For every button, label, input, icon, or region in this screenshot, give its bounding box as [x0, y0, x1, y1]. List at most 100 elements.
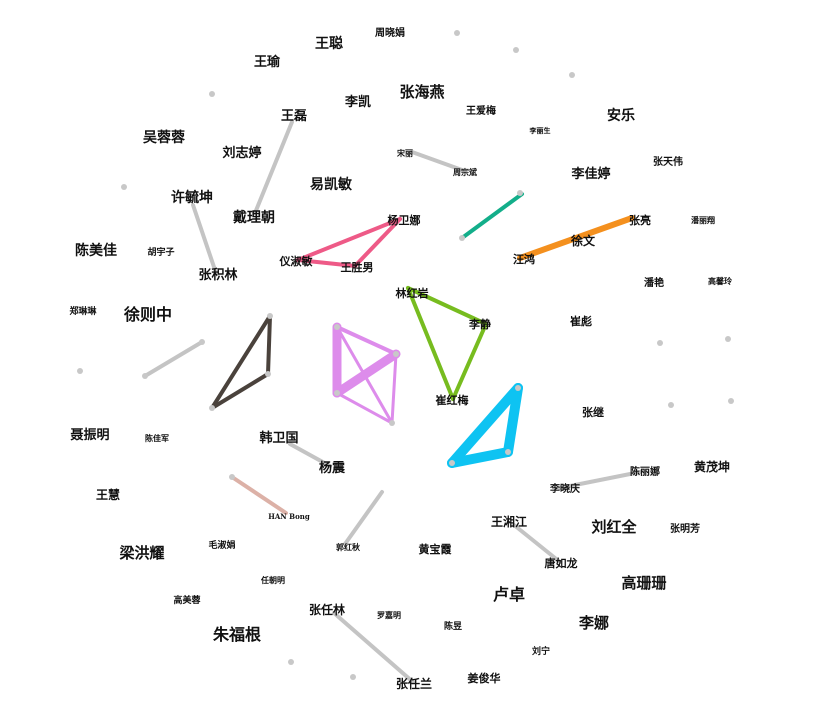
node-label[interactable]: 陈美佳 — [75, 242, 117, 259]
node[interactable] — [334, 390, 340, 396]
node-label[interactable]: 姜俊华 — [468, 671, 501, 685]
node-label[interactable]: 李凯 — [344, 94, 371, 110]
node-label[interactable]: 潘艳 — [644, 276, 664, 289]
node-label[interactable]: 陈丽娜 — [630, 465, 660, 478]
node-label[interactable]: 高美蓉 — [173, 594, 201, 606]
node[interactable] — [350, 674, 356, 680]
node-label[interactable]: 吴蓉蓉 — [143, 129, 186, 146]
node-label[interactable]: 聂振明 — [69, 427, 109, 443]
node-label[interactable]: 任朝明 — [260, 575, 285, 585]
node[interactable] — [725, 336, 731, 342]
node-label[interactable]: 王磊 — [281, 109, 307, 124]
node-label[interactable]: 许毓坤 — [171, 189, 213, 206]
node-label[interactable]: 张明芳 — [670, 522, 700, 535]
node[interactable] — [569, 72, 575, 78]
node-label[interactable]: 刘红全 — [591, 518, 637, 536]
node[interactable] — [449, 460, 455, 466]
node-label[interactable]: 王爱梅 — [466, 104, 496, 117]
node-label[interactable]: 刘志婷 — [222, 145, 261, 161]
node-label[interactable]: 戴理朝 — [233, 209, 275, 226]
node[interactable] — [288, 659, 294, 665]
node-label[interactable]: 张海燕 — [399, 83, 444, 101]
node[interactable] — [505, 449, 511, 455]
node-label[interactable]: 朱福根 — [213, 625, 261, 644]
edge-linhongyan-zhangji — [406, 286, 488, 326]
node-label[interactable]: 杨震 — [319, 460, 346, 476]
node-label[interactable]: 郑琳琳 — [69, 305, 97, 317]
node[interactable] — [657, 340, 663, 346]
node[interactable] — [389, 420, 395, 426]
node-label[interactable]: 徐文 — [570, 233, 596, 248]
node[interactable] — [393, 351, 399, 357]
node-label[interactable]: 陈佳军 — [145, 433, 169, 443]
node[interactable] — [265, 371, 271, 377]
node-label[interactable]: 张亮 — [629, 213, 651, 227]
node[interactable] — [517, 190, 523, 196]
node-label[interactable]: 仪淑敏 — [279, 254, 314, 268]
node-label[interactable]: 崔红梅 — [435, 393, 469, 407]
node[interactable] — [515, 385, 521, 391]
node[interactable] — [142, 373, 148, 379]
node-label[interactable]: 黄茂坤 — [694, 459, 730, 474]
node[interactable] — [209, 91, 215, 97]
node[interactable] — [513, 47, 519, 53]
node-label[interactable]: 王胜男 — [341, 260, 374, 274]
node-label[interactable]: HAN Bong — [268, 512, 310, 521]
node-label[interactable]: 李佳婷 — [570, 166, 610, 182]
node[interactable] — [537, 127, 543, 133]
node-label[interactable]: 王聪 — [315, 35, 343, 52]
node[interactable] — [454, 30, 460, 36]
node[interactable] — [209, 405, 215, 411]
edge-hanweiguo-yangzhen — [288, 442, 332, 468]
node-label[interactable]: 王瑜 — [254, 54, 281, 70]
node-label[interactable]: 徐则中 — [123, 305, 172, 324]
node-label[interactable]: 王湘江 — [491, 514, 527, 529]
node-label[interactable]: 毛淑娟 — [208, 539, 235, 551]
node-label[interactable]: 周晓娟 — [375, 26, 405, 39]
node-label[interactable]: 黄宝霞 — [419, 542, 453, 556]
node-label[interactable]: 卢卓 — [493, 585, 525, 604]
node-label[interactable]: 易凯敏 — [310, 176, 353, 193]
node-label[interactable]: 张任兰 — [396, 676, 432, 691]
node-label[interactable]: 李丽生 — [529, 126, 551, 135]
node-label[interactable]: 林红岩 — [396, 286, 429, 300]
node-label[interactable]: 陈昱 — [444, 620, 462, 632]
node[interactable] — [229, 474, 235, 480]
node-label[interactable]: 刘宁 — [532, 645, 550, 657]
node-label[interactable]: 唐如龙 — [545, 556, 578, 570]
node-label[interactable]: 韩卫国 — [259, 430, 298, 446]
node-label[interactable]: 李娜 — [578, 614, 609, 632]
node-label[interactable]: 罗嘉明 — [377, 610, 401, 620]
node-label[interactable]: 张继 — [582, 405, 604, 419]
node[interactable] — [77, 368, 83, 374]
label-layer: 周晓娟 王聪 王瑜 李凯 张海燕 王爱梅 安乐 王磊 李丽生 吴蓉蓉 刘志婷 宋… — [69, 26, 733, 691]
node-label[interactable]: 汪鸿 — [513, 252, 535, 266]
node-label[interactable]: 周宗斌 — [453, 167, 477, 177]
node[interactable] — [267, 313, 273, 319]
node[interactable] — [459, 235, 465, 241]
node[interactable] — [728, 398, 734, 404]
node-label[interactable]: 王慧 — [96, 487, 120, 502]
node-label[interactable]: 梁洪耀 — [118, 544, 164, 562]
node[interactable] — [121, 184, 127, 190]
node[interactable] — [668, 402, 674, 408]
node-label[interactable]: 安乐 — [607, 107, 635, 124]
node-label[interactable]: 张积林 — [198, 267, 237, 283]
node-label[interactable]: 潘丽翔 — [691, 215, 715, 225]
node-label[interactable]: 胡宇子 — [147, 246, 174, 258]
node-label[interactable]: 高珊珊 — [621, 574, 666, 592]
edge-songli-zhouzongbin — [410, 150, 464, 172]
node-label[interactable]: 李晓庆 — [549, 482, 580, 495]
node-label[interactable]: 张任林 — [309, 602, 345, 617]
node[interactable] — [334, 324, 340, 330]
node-label[interactable]: 李静 — [468, 317, 491, 331]
pink-triangle — [296, 217, 402, 268]
node[interactable] — [199, 339, 205, 345]
node-label[interactable]: 高馨玲 — [708, 276, 733, 286]
node-label[interactable]: 杨卫娜 — [388, 213, 421, 227]
node-label[interactable]: 崔彪 — [569, 314, 592, 328]
node-label[interactable]: 张天伟 — [653, 155, 683, 168]
node-label[interactable]: 宋丽 — [396, 148, 413, 158]
node-label[interactable]: 郭红秋 — [336, 542, 361, 552]
